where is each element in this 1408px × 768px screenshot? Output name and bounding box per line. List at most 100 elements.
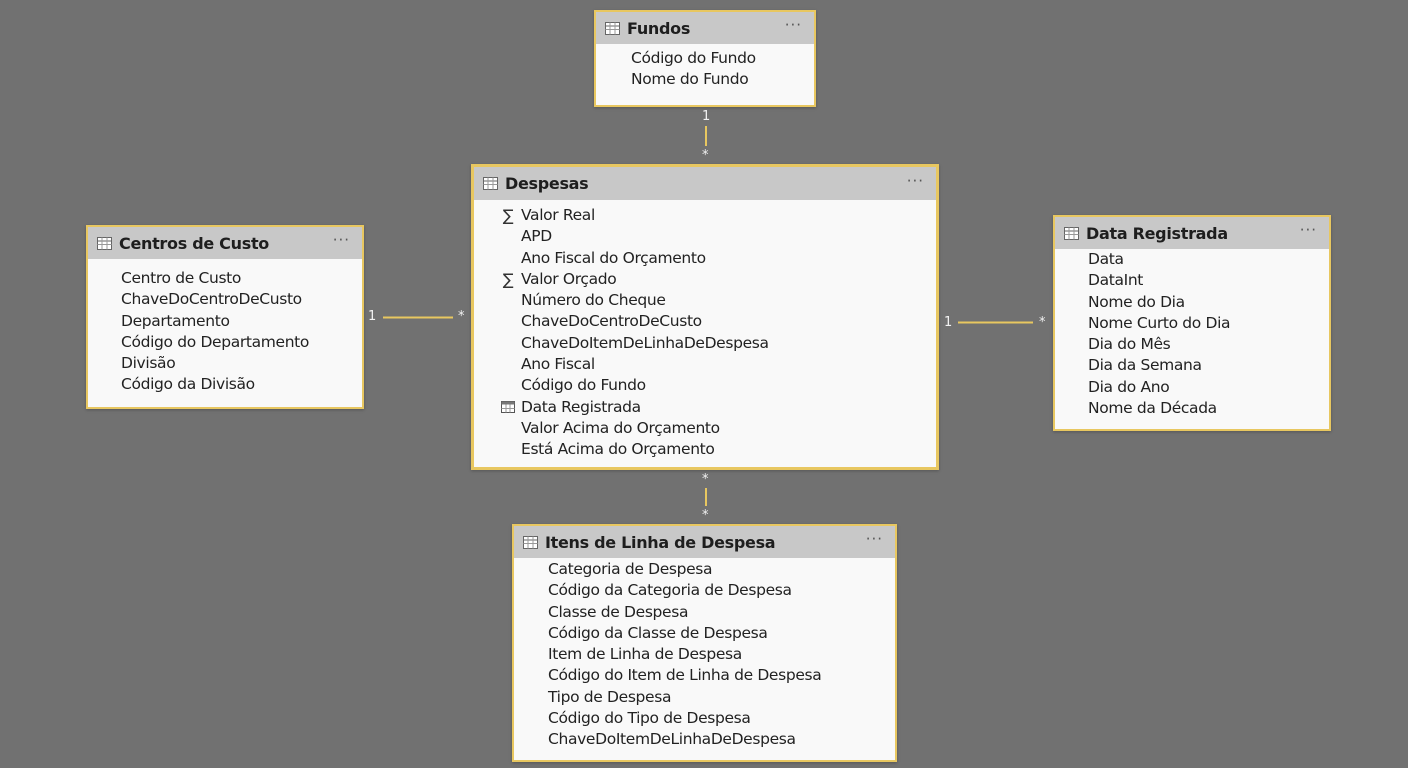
- field-name: Nome do Fundo: [631, 70, 749, 89]
- field-row[interactable]: Código do Fundo: [596, 48, 814, 69]
- field-name: Divisão: [121, 354, 176, 373]
- field-name: Valor Acima do Orçamento: [521, 418, 720, 437]
- field-row[interactable]: Nome Curto do Dia: [1055, 313, 1329, 334]
- field-row[interactable]: Data: [1055, 249, 1329, 270]
- field-row[interactable]: Ano Fiscal: [474, 354, 936, 375]
- cardinality-centros-one: 1: [368, 309, 377, 324]
- field-name: Ano Fiscal do Orçamento: [521, 248, 706, 267]
- field-row[interactable]: Código do Tipo de Despesa: [514, 708, 895, 729]
- table-header[interactable]: Fundos ···: [596, 12, 814, 44]
- field-name: Nome da Década: [1088, 399, 1217, 418]
- field-row[interactable]: Dia do Ano: [1055, 377, 1329, 398]
- field-row[interactable]: Data Registrada: [474, 397, 936, 418]
- field-name: Número do Cheque: [521, 291, 666, 310]
- field-name: Dia da Semana: [1088, 356, 1202, 375]
- cardinality-despesas-one-right: 1: [944, 315, 953, 330]
- field-row[interactable]: Centro de Custo: [88, 268, 362, 289]
- field-name: ChaveDoItemDeLinhaDeDespesa: [548, 730, 796, 749]
- sigma-icon: ∑: [502, 206, 514, 225]
- field-name: ChaveDoCentroDeCusto: [521, 312, 702, 331]
- sigma-icon: ∑: [502, 269, 514, 289]
- field-row[interactable]: Número do Cheque: [474, 290, 936, 311]
- field-name: DataInt: [1088, 271, 1144, 290]
- more-options-icon[interactable]: ···: [784, 16, 802, 34]
- field-row[interactable]: Está Acima do Orçamento: [474, 439, 936, 460]
- field-name: Código do Item de Linha de Despesa: [548, 666, 822, 685]
- field-name: Tipo de Despesa: [548, 687, 672, 706]
- table-icon: [605, 21, 620, 35]
- field-name: Dia do Ano: [1088, 377, 1170, 396]
- field-name: Departamento: [121, 311, 230, 330]
- field-row[interactable]: Nome da Década: [1055, 398, 1329, 419]
- field-name: Valor Orçado: [521, 269, 617, 288]
- more-options-icon[interactable]: ···: [865, 530, 883, 548]
- field-row[interactable]: Nome do Dia: [1055, 292, 1329, 313]
- field-row[interactable]: Departamento: [88, 311, 362, 332]
- field-name: ChaveDoCentroDeCusto: [121, 290, 302, 309]
- cardinality-data-many: *: [1039, 315, 1046, 330]
- field-row[interactable]: APD: [474, 226, 936, 247]
- table-title: Centros de Custo: [119, 233, 269, 253]
- field-row[interactable]: ChaveDoCentroDeCusto: [474, 311, 936, 332]
- field-row[interactable]: ChaveDoItemDeLinhaDeDespesa: [514, 729, 895, 750]
- field-name: Código da Classe de Despesa: [548, 623, 768, 642]
- field-name: Nome Curto do Dia: [1088, 313, 1231, 332]
- cardinality-despesas-many-left: *: [458, 309, 465, 324]
- field-row[interactable]: Código da Categoria de Despesa: [514, 580, 895, 601]
- field-name: APD: [521, 227, 552, 246]
- table-icon: [523, 535, 538, 549]
- field-name: Código do Tipo de Despesa: [548, 709, 751, 728]
- more-options-icon[interactable]: ···: [906, 171, 924, 190]
- more-options-icon[interactable]: ···: [332, 231, 350, 249]
- field-row[interactable]: Dia do Mês: [1055, 334, 1329, 355]
- field-row[interactable]: ChaveDoCentroDeCusto: [88, 289, 362, 310]
- field-row[interactable]: Código da Classe de Despesa: [514, 623, 895, 644]
- field-name: Código do Fundo: [631, 49, 756, 67]
- field-row[interactable]: Código do Item de Linha de Despesa: [514, 665, 895, 686]
- field-row[interactable]: ∑Valor Real: [474, 205, 936, 226]
- table-header[interactable]: Data Registrada ···: [1055, 217, 1329, 249]
- field-row[interactable]: DataInt: [1055, 270, 1329, 291]
- table-header[interactable]: Centros de Custo ···: [88, 227, 362, 259]
- field-name: Está Acima do Orçamento: [521, 440, 715, 459]
- field-row[interactable]: Categoria de Despesa: [514, 559, 895, 580]
- table-header[interactable]: Itens de Linha de Despesa ···: [514, 526, 895, 558]
- field-row[interactable]: Código do Fundo: [474, 375, 936, 396]
- field-row[interactable]: Tipo de Despesa: [514, 687, 895, 708]
- field-name: Dia do Mês: [1088, 335, 1171, 354]
- field-name: Item de Linha de Despesa: [548, 645, 742, 664]
- field-name: Ano Fiscal: [521, 355, 595, 374]
- field-name: Classe de Despesa: [548, 602, 689, 621]
- field-name: ChaveDoItemDeLinhaDeDespesa: [521, 333, 769, 352]
- field-name: Código da Divisão: [121, 375, 255, 394]
- field-row[interactable]: Código do Departamento: [88, 332, 362, 353]
- table-title: Itens de Linha de Despesa: [545, 532, 776, 552]
- table-title: Fundos: [627, 18, 691, 38]
- field-name: Código da Categoria de Despesa: [548, 581, 792, 600]
- field-row[interactable]: Nome do Fundo: [596, 69, 814, 90]
- cardinality-fundos-one: 1: [702, 109, 711, 124]
- field-row[interactable]: Valor Acima do Orçamento: [474, 418, 936, 439]
- field-name: Data: [1088, 250, 1124, 268]
- field-row[interactable]: Dia da Semana: [1055, 355, 1329, 376]
- field-row[interactable]: ∑ Valor Orçado: [474, 269, 936, 290]
- table-header[interactable]: Despesas ···: [474, 167, 936, 200]
- table-title: Despesas: [505, 174, 589, 193]
- field-row[interactable]: Código da Divisão: [88, 374, 362, 395]
- field-row[interactable]: Item de Linha de Despesa: [514, 644, 895, 665]
- field-row[interactable]: Classe de Despesa: [514, 602, 895, 623]
- calendar-icon: [501, 397, 515, 418]
- table-card-itens-de-linha-de-despesa[interactable]: Itens de Linha de Despesa ··· Categoria …: [512, 524, 897, 762]
- field-row[interactable]: Divisão: [88, 353, 362, 374]
- more-options-icon[interactable]: ···: [1299, 221, 1317, 239]
- field-row[interactable]: Ano Fiscal do Orçamento: [474, 248, 936, 269]
- field-row[interactable]: ChaveDoItemDeLinhaDeDespesa: [474, 333, 936, 354]
- cardinality-itens-many: *: [702, 508, 709, 523]
- table-icon: [483, 177, 498, 190]
